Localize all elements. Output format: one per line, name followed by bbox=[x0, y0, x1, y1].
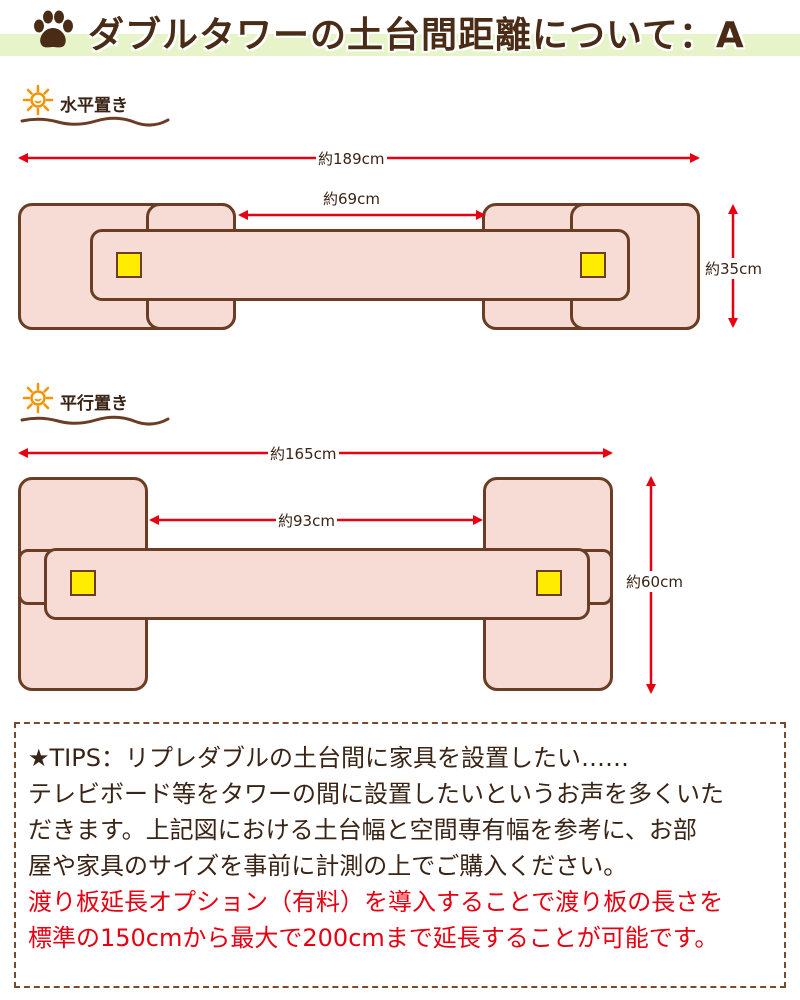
dim-depth-parallel: 約60cm bbox=[624, 571, 685, 592]
post-square-right bbox=[580, 252, 606, 278]
post-square-right bbox=[536, 570, 562, 596]
page-title: ダブルタワーの土台間距離について：A bbox=[88, 15, 745, 56]
dim-gap-width-parallel: 約93cm bbox=[276, 510, 337, 531]
dim-overall-width-parallel: 約165cm bbox=[268, 443, 339, 464]
tips-line: 屋や家具のサイズを事前に計測の上でご購入ください。 bbox=[28, 852, 628, 880]
header-band bbox=[0, 34, 800, 56]
dim-depth-horizontal: 約35cm bbox=[703, 258, 764, 279]
paw-icon bbox=[34, 10, 73, 48]
tips-box bbox=[14, 722, 786, 988]
bridge-board bbox=[44, 548, 590, 620]
tips-line: だきます。上記図における土台幅と空間専有幅を参考に、お部 bbox=[28, 816, 697, 844]
tower-base-right-inner bbox=[570, 203, 700, 330]
tips-line: テレビボード等をタワーの間に設置したいというお声を多くいた bbox=[28, 780, 724, 808]
sun-icon bbox=[22, 382, 54, 414]
sun-icon bbox=[22, 84, 54, 116]
section-label-parallel: 平行置き bbox=[60, 394, 128, 414]
dim-gap-width-horizontal: 約69cm bbox=[321, 188, 382, 209]
squiggle-divider bbox=[20, 116, 170, 127]
section-label-horizontal: 水平置き bbox=[60, 96, 128, 116]
post-square-left bbox=[70, 570, 96, 596]
tips-highlight-line: 標準の150cmから最大で200cmまで延長することが可能です。 bbox=[28, 924, 719, 952]
dim-overall-width-horizontal: 約189cm bbox=[316, 148, 387, 169]
post-square-left bbox=[116, 252, 142, 278]
bridge-board bbox=[90, 229, 630, 301]
tips-highlight-line: 渡り板延長オプション（有料）を導入することで渡り板の長さを bbox=[28, 888, 724, 916]
squiggle-divider bbox=[20, 415, 170, 426]
tips-line: ★TIPS：リプレダブルの土台間に家具を設置したい…… bbox=[28, 744, 629, 772]
